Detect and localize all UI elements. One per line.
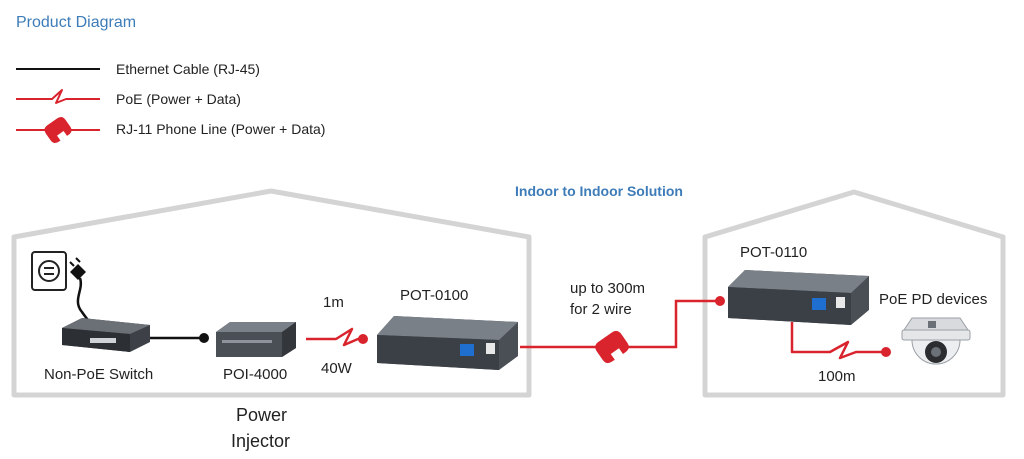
non-poe-switch [62, 318, 150, 352]
pot-0110-label: POT-0110 [740, 244, 807, 261]
power-outlet-icon [31, 251, 67, 291]
legend: Ethernet Cable (RJ-45) PoE (Power + Data… [16, 61, 325, 144]
dome-camera-icon [901, 317, 971, 365]
phone-line-icon [595, 330, 629, 364]
poe-link-1m [306, 327, 368, 347]
legend-label-ethernet: Ethernet Cable (RJ-45) [116, 61, 260, 77]
poe-power-label: 40W [321, 360, 353, 377]
pot-0100-device [377, 316, 518, 370]
power-injector-caption-line1: Power [236, 405, 287, 425]
legend-label-poe: PoE (Power + Data) [116, 91, 241, 107]
power-injector-caption-line2: Injector [231, 431, 290, 451]
legend-item-poe: PoE (Power + Data) [16, 89, 241, 107]
left-house [11, 188, 532, 398]
phone-icon [44, 116, 72, 144]
solution-title: Indoor to Indoor Solution [515, 183, 683, 199]
ethernet-cable [150, 333, 209, 343]
phone-line [520, 296, 725, 364]
pot-0110-device [728, 270, 869, 325]
poe-length-label: 1m [323, 294, 344, 311]
legend-label-phone: RJ-11 Phone Line (Power + Data) [116, 121, 325, 137]
right-house [702, 189, 1006, 398]
pd-distance-label: 100m [818, 368, 856, 385]
legend-item-phone: RJ-11 Phone Line (Power + Data) [16, 116, 325, 144]
pot-0100-label: POT-0100 [400, 287, 468, 304]
injector-label: POI-4000 [223, 366, 287, 383]
phone-distance-line1: up to 300m [570, 280, 645, 297]
phone-distance-line2: for 2 wire [570, 301, 632, 318]
pd-label: PoE PD devices [879, 291, 987, 308]
diagram-title: Product Diagram [16, 14, 136, 31]
legend-item-ethernet: Ethernet Cable (RJ-45) [16, 61, 260, 77]
poe-link-100m [790, 322, 891, 360]
poi-4000-injector [216, 322, 296, 357]
switch-label: Non-PoE Switch [44, 366, 153, 383]
power-plug-icon [69, 257, 94, 327]
